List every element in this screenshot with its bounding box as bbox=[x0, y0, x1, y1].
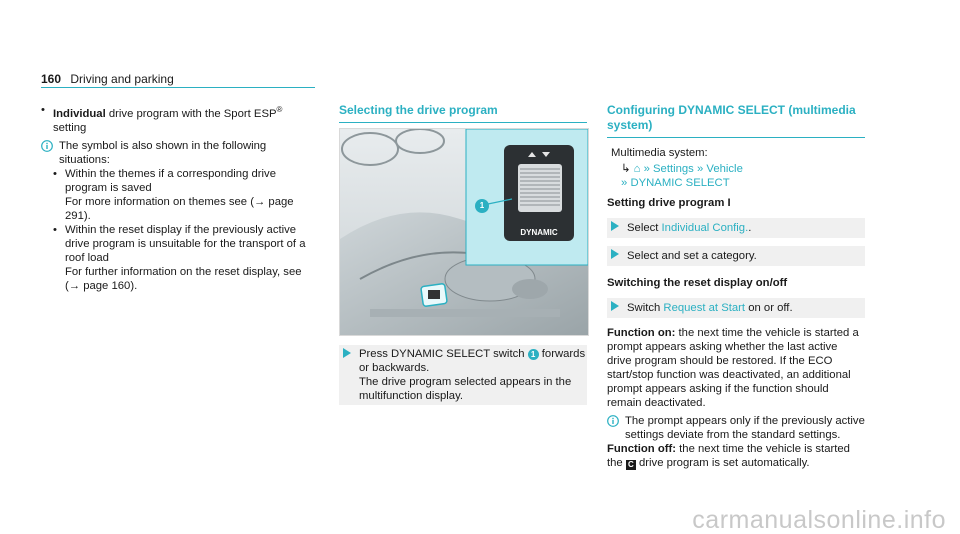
step-text: Select and set a category. bbox=[627, 250, 757, 262]
bold-term: Individual bbox=[53, 107, 106, 120]
nav-path-line2: » DYNAMIC SELECT bbox=[607, 176, 865, 190]
instruction-step: Select Individual Config.. bbox=[607, 218, 865, 238]
list-item-text: drive program with the Sport ESP bbox=[108, 107, 277, 120]
step-text: Press DYNAMIC SELECT switch bbox=[359, 348, 525, 360]
header-divider bbox=[41, 87, 315, 88]
sub-item-text: Within the reset display if the previous… bbox=[65, 223, 306, 264]
info-icon bbox=[41, 139, 53, 152]
step-text: on or off. bbox=[748, 302, 793, 314]
section-heading: Configuring DYNAMIC SELECT (multimedia s… bbox=[607, 103, 856, 132]
step-press-switch: Press DYNAMIC SELECT switch 1 forwards o… bbox=[339, 345, 587, 405]
step-text: Switch bbox=[627, 302, 661, 314]
figure-callout: 1 bbox=[479, 201, 485, 210]
sub-item-more[interactable]: For further information on the reset dis… bbox=[65, 265, 302, 292]
callout-badge: 1 bbox=[527, 349, 539, 360]
dynamic-label: DYNAMIC bbox=[520, 228, 558, 237]
middle-column: Selecting the drive program bbox=[339, 103, 587, 123]
bold-term: Function on: bbox=[607, 327, 676, 339]
instruction-step: Switch Request at Start on or off. bbox=[607, 298, 865, 318]
heading-underline bbox=[339, 122, 587, 123]
return-arrow-icon: ↳ bbox=[621, 163, 631, 175]
step-text: Select bbox=[627, 222, 659, 234]
heading-underline bbox=[607, 137, 865, 138]
multimedia-label: Multimedia system: bbox=[611, 147, 708, 159]
list-item-tail: setting bbox=[53, 121, 87, 134]
nav-dynamic-select[interactable]: DYNAMIC SELECT bbox=[630, 177, 730, 189]
right-column: Configuring DYNAMIC SELECT (multimedia s… bbox=[607, 103, 865, 470]
arrow-right-icon bbox=[611, 221, 619, 231]
sub-item-more[interactable]: For more information on themes see (→ pa… bbox=[65, 195, 294, 222]
arrow-right-icon bbox=[611, 249, 619, 259]
chevron-icon: » bbox=[696, 163, 704, 175]
console-illustration bbox=[340, 129, 588, 335]
subheading-switch: Switching the reset display on/off bbox=[607, 277, 788, 289]
menu-request-at-start[interactable]: Request at Start bbox=[663, 302, 746, 314]
paragraph-text: drive program is set automatically. bbox=[639, 457, 810, 469]
list-item: Within the themes if a corresponding dri… bbox=[41, 167, 313, 195]
arrow-right-icon bbox=[611, 301, 619, 311]
comfort-mode-icon: C bbox=[625, 460, 636, 470]
list-item-individual: Individual drive program with the Sport … bbox=[41, 103, 313, 135]
nav-settings[interactable]: Settings bbox=[653, 163, 694, 175]
step-text: . bbox=[748, 222, 752, 234]
nav-path: ↳ ⌂ » Settings » Vehicle bbox=[607, 162, 865, 176]
watermark: carmanualsonline.info bbox=[692, 506, 946, 534]
paragraph-text: the next time the vehicle is started the bbox=[607, 443, 850, 469]
paragraph-text: the next time the vehicle is started a p… bbox=[607, 327, 859, 409]
section-heading: Selecting the drive program bbox=[339, 103, 498, 117]
arrow-right-icon bbox=[343, 348, 351, 358]
dynamic-select-figure: 1 DYNAMIC bbox=[339, 128, 589, 336]
info-note: The symbol is also shown in the followin… bbox=[41, 139, 313, 167]
instruction-step: Select and set a category. bbox=[607, 246, 865, 266]
page-header: 160 Driving and parking bbox=[41, 72, 174, 86]
info-text: The prompt appears only if the previousl… bbox=[625, 415, 865, 441]
chevron-icon: » bbox=[621, 177, 628, 189]
left-column: Individual drive program with the Sport … bbox=[41, 103, 313, 293]
list-item: Within the reset display if the previous… bbox=[41, 223, 313, 265]
info-icon bbox=[607, 415, 619, 427]
page-number: 160 bbox=[41, 72, 62, 86]
info-note: The prompt appears only if the previousl… bbox=[607, 414, 865, 442]
sub-item-text: Within the themes if a corresponding dri… bbox=[65, 167, 276, 194]
home-icon[interactable]: ⌂ bbox=[633, 163, 641, 175]
step-text: forwards or backwards. bbox=[359, 348, 586, 374]
function-on-paragraph: Function on: the next time the vehicle i… bbox=[607, 326, 865, 410]
info-text: The symbol is also shown in the followin… bbox=[59, 139, 267, 166]
bold-term: Function off: bbox=[607, 443, 677, 455]
section-title: Driving and parking bbox=[70, 72, 174, 86]
instruction-step: Press DYNAMIC SELECT switch 1 forwards o… bbox=[339, 345, 587, 405]
nav-vehicle[interactable]: Vehicle bbox=[706, 163, 743, 175]
registered-mark: ® bbox=[276, 105, 283, 114]
menu-individual-config[interactable]: Individual Config. bbox=[661, 222, 749, 234]
function-off-paragraph: Function off: the next time the vehicle … bbox=[607, 442, 865, 470]
subheading-setting: Setting drive program I bbox=[607, 197, 731, 209]
chevron-icon: » bbox=[643, 163, 650, 175]
step-result: The drive program selected appears in th… bbox=[359, 376, 572, 402]
